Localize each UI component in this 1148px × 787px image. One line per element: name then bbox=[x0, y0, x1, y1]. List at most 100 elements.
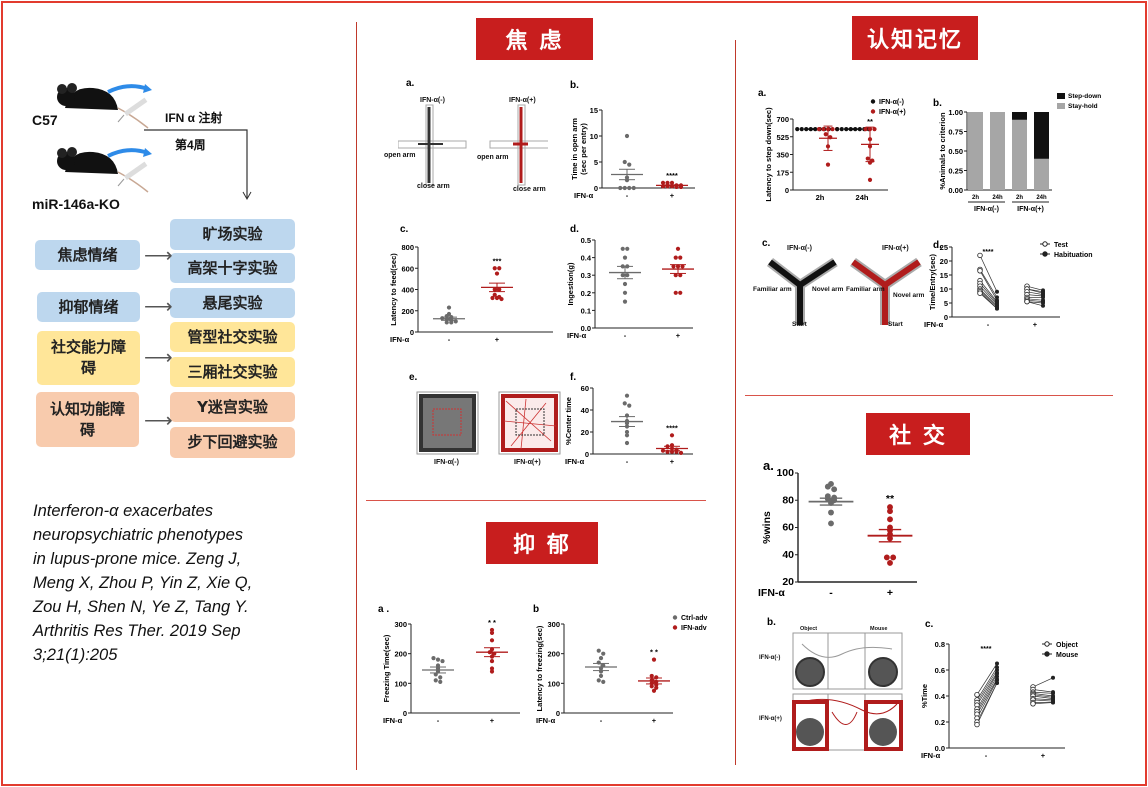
y-tick-label: 1.00 bbox=[948, 108, 963, 117]
y-axis-label: %Time bbox=[920, 684, 929, 708]
y-tick-label: 0.6 bbox=[935, 666, 945, 675]
x-tick-label: - bbox=[985, 751, 988, 760]
data-point bbox=[489, 638, 495, 643]
data-point bbox=[620, 246, 625, 251]
panel-letter: c. bbox=[762, 238, 771, 249]
image-label: Start bbox=[888, 321, 903, 328]
image-label: open arm bbox=[477, 154, 509, 161]
data-point bbox=[995, 289, 999, 294]
pair-line bbox=[1032, 691, 1054, 694]
pair-line bbox=[979, 269, 998, 298]
data-point bbox=[867, 177, 873, 182]
y-tick-label: 0.2 bbox=[581, 289, 591, 298]
pair-line bbox=[976, 667, 998, 701]
section-title-social: 社 交 bbox=[866, 413, 970, 455]
x-tick-label: 2h bbox=[972, 195, 979, 201]
panel-letter: b bbox=[533, 604, 539, 615]
pair-line bbox=[1026, 285, 1044, 291]
y-tick-label: 350 bbox=[776, 151, 789, 160]
pair-line bbox=[976, 676, 998, 712]
pair-line bbox=[979, 255, 998, 292]
x-axis-label: IFN-α bbox=[567, 331, 587, 340]
data-point bbox=[795, 127, 800, 132]
data-point bbox=[444, 320, 449, 325]
y-tick-label: 25 bbox=[940, 243, 948, 252]
image-label: Object bbox=[800, 626, 818, 632]
data-point bbox=[631, 185, 636, 191]
data-point bbox=[624, 433, 630, 438]
y-tick-label: 20 bbox=[782, 576, 794, 588]
significance-label: * * bbox=[488, 618, 496, 627]
y-tick-label: 100 bbox=[547, 679, 560, 688]
pair-line bbox=[979, 285, 998, 305]
data-point bbox=[671, 264, 676, 269]
significance-label: * * bbox=[650, 648, 658, 657]
panel-letter: b. bbox=[570, 80, 579, 91]
data-point bbox=[624, 133, 630, 139]
significance-label: ** bbox=[867, 117, 873, 126]
image-label: IFN-α(+) bbox=[514, 459, 541, 466]
syringe-icon bbox=[117, 97, 148, 123]
section-title-anxiety: 焦 虑 bbox=[476, 18, 593, 60]
data-point bbox=[995, 661, 999, 666]
x-tick-label: + bbox=[1033, 320, 1038, 329]
image-label: Novel arm bbox=[812, 286, 844, 293]
image-label: IFN-α(+) bbox=[759, 716, 782, 722]
y-axis-label: %wins bbox=[761, 511, 773, 544]
y-tick-label: 0 bbox=[785, 186, 789, 195]
y-axis-label: Latency to freezing(sec) bbox=[535, 625, 544, 711]
y-tick-label: 0 bbox=[585, 450, 589, 459]
y-tick-label: 800 bbox=[401, 243, 414, 252]
y-tick-label: 300 bbox=[394, 620, 407, 629]
data-point bbox=[821, 127, 826, 132]
epm-track-images bbox=[398, 104, 548, 186]
x-tick-label: + bbox=[676, 331, 681, 340]
pair-line bbox=[1032, 695, 1054, 699]
x-tick-label: - bbox=[987, 320, 990, 329]
arrow-right-icon: ⟶ bbox=[144, 347, 173, 369]
y-tick-label: 20 bbox=[940, 257, 948, 266]
data-point-open bbox=[1024, 298, 1030, 305]
data-point bbox=[598, 656, 604, 661]
section-title-depression: 抑 郁 bbox=[486, 522, 598, 564]
data-point bbox=[489, 658, 495, 664]
data-point bbox=[887, 559, 893, 566]
panel-letter: a. bbox=[758, 88, 767, 99]
data-point bbox=[596, 648, 601, 653]
pair-line bbox=[979, 270, 998, 301]
data-point bbox=[438, 675, 443, 680]
mouse-icon bbox=[57, 147, 149, 193]
data-point bbox=[678, 450, 684, 455]
x-tick-label: 24h bbox=[856, 193, 869, 202]
data-point bbox=[627, 403, 632, 408]
bar bbox=[1034, 158, 1049, 190]
data-point bbox=[624, 178, 630, 183]
panel-letter: f. bbox=[570, 372, 576, 383]
data-point bbox=[828, 509, 834, 516]
y-tick-label: 100 bbox=[776, 467, 794, 479]
x-tick-label: - bbox=[437, 716, 440, 725]
legend-marker bbox=[870, 99, 876, 104]
data-point bbox=[438, 679, 443, 684]
legend-swatch bbox=[1057, 103, 1065, 109]
data-point bbox=[494, 271, 500, 276]
significance-label: **** bbox=[666, 423, 678, 432]
legend-marker bbox=[1044, 641, 1050, 647]
data-point bbox=[649, 673, 654, 679]
image-label: Start bbox=[792, 321, 807, 328]
panel-letter: c. bbox=[925, 619, 934, 630]
significance-label: *** bbox=[493, 256, 502, 265]
y-axis-label: Freezing Time(sec) bbox=[382, 634, 391, 702]
experiment-design-diagram bbox=[57, 83, 252, 201]
data-point bbox=[492, 292, 497, 297]
data-point bbox=[887, 516, 893, 523]
category-cognition: 认知功能障碍 bbox=[36, 392, 139, 447]
panel-letter: a. bbox=[406, 78, 415, 89]
x-tick-label: - bbox=[448, 335, 451, 344]
divider-middle bbox=[366, 500, 706, 501]
y-tick-label: 0.5 bbox=[581, 236, 591, 245]
test-step-down: 步下回避实验 bbox=[170, 427, 295, 458]
section-title-cognition: 认知记忆 bbox=[852, 16, 978, 60]
